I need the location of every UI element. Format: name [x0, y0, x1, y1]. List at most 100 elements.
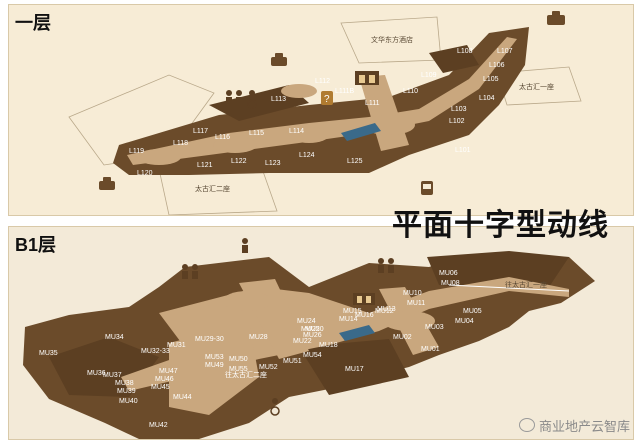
unit-L116: L116 — [215, 134, 230, 141]
unit-L111: L111 — [365, 100, 380, 107]
unit-MU55: MU55 — [229, 366, 248, 373]
restroom-icon — [378, 258, 394, 273]
unit-MU32-33: MU32-33 — [141, 348, 170, 355]
unit-MU51: MU51 — [283, 358, 302, 365]
unit-L103: L103 — [451, 106, 467, 113]
unit-L123: L123 — [265, 160, 281, 167]
floor-1-label: 一层 — [15, 13, 51, 33]
unit-MU01: MU01 — [421, 346, 440, 353]
unit-MU38: MU38 — [115, 380, 134, 387]
accessible-icon — [270, 398, 280, 416]
to-tower1-label: 往太古汇一座 — [505, 280, 547, 289]
unit-MU24: MU24 — [297, 318, 316, 325]
unit-MU50: MU50 — [229, 356, 248, 363]
watermark-text: 商业地产云智库 — [538, 419, 630, 434]
unit-MU42: MU42 — [149, 422, 168, 429]
restroom-icon — [226, 90, 242, 105]
bus-icon — [421, 181, 433, 195]
unit-MU49: MU49 — [205, 362, 224, 369]
unit-MU12: MU12 — [375, 308, 394, 315]
unit-MU46: MU46 — [155, 376, 174, 383]
tower1-label: 太古汇一座 — [519, 82, 554, 91]
unit-L118: L118 — [173, 140, 188, 147]
unit-MU44: MU44 — [173, 394, 192, 401]
unit-MU02: MU02 — [393, 334, 412, 341]
tower2-label: 太古汇二座 — [195, 184, 230, 193]
unit-MU36: MU36 — [87, 370, 106, 377]
unit-MU11: MU11 — [407, 300, 425, 307]
unit-L112: L112 — [315, 78, 330, 85]
wechat-icon — [518, 418, 535, 432]
svg-text:?: ? — [324, 94, 330, 105]
unit-L114: L114 — [289, 128, 304, 135]
unit-MU20: MU20 — [305, 326, 324, 333]
unit-L104: L104 — [479, 95, 495, 102]
unit-MU35: MU35 — [39, 350, 58, 357]
unit-MU45: MU45 — [151, 384, 170, 391]
unit-MU34: MU34 — [105, 334, 124, 341]
unit-MU08: MU08 — [441, 280, 460, 287]
unit-MU03: MU03 — [425, 324, 444, 331]
floor-1-water-feature — [341, 123, 381, 141]
unit-MU53: MU53 — [205, 354, 224, 361]
unit-MU29-30: MU29-30 — [195, 336, 224, 343]
unit-L111B: L111B — [335, 88, 355, 95]
unit-L108: L108 — [457, 48, 473, 55]
unit-MU22: MU22 — [293, 338, 312, 345]
unit-MU26: MU26 — [303, 332, 322, 339]
unit-L113: L113 — [271, 96, 286, 103]
unit-L120: L120 — [137, 170, 153, 177]
unit-L105: L105 — [483, 76, 499, 83]
unit-MU37: MU37 — [103, 372, 122, 379]
unit-MU14: MU14 — [339, 316, 358, 323]
unit-L101: L101 — [455, 147, 471, 154]
unit-MU31: MU31 — [167, 342, 186, 349]
unit-MU06: MU06 — [439, 270, 458, 277]
unit-L122: L122 — [231, 158, 247, 165]
floor-b1-map-panel: B1层 往太古汇一座 往太古汇二座 MU01 MU02 MU03 MU04 MU… — [8, 226, 634, 440]
restroom-icon — [242, 238, 248, 253]
unit-MU16: MU16 — [355, 312, 374, 319]
unit-L124: L124 — [299, 152, 315, 159]
unit-MU13: MU13 — [377, 306, 396, 313]
unit-L109: L109 — [421, 72, 437, 79]
restroom-icon — [182, 264, 198, 279]
unit-MU17: MU17 — [345, 366, 364, 373]
unit-MU18: MU18 — [319, 342, 338, 349]
watermark: 商业地产云智库 — [518, 416, 630, 435]
unit-MU54: MU54 — [303, 352, 322, 359]
unit-L115: L115 — [249, 130, 264, 137]
elevator-icon — [353, 293, 375, 305]
floor-1-corridors — [127, 37, 517, 165]
unit-L107: L107 — [497, 48, 513, 55]
floor-1-map: 文华东方酒店 太古汇一座 太古汇二座 L101 L102 L103 L104 L… — [68, 11, 582, 215]
headline: 平面十字型动线 — [392, 209, 609, 242]
unit-L110: L110 — [403, 88, 418, 95]
hotel-label: 文华东方酒店 — [371, 35, 413, 44]
unit-MU39: MU39 — [117, 388, 136, 395]
floor-b1-label: B1层 — [15, 235, 57, 255]
unit-L125: L125 — [347, 158, 363, 165]
unit-L119: L119 — [129, 148, 144, 155]
unit-MU10: MU10 — [403, 290, 422, 297]
floor-b1-map: 往太古汇一座 往太古汇二座 MU01 MU02 MU03 MU04 MU05 M… — [23, 238, 595, 439]
unit-L117: L117 — [193, 128, 208, 135]
taxi-icon — [271, 53, 287, 66]
to-tower2-label: 往太古汇二座 — [225, 370, 267, 379]
taxi-icon — [99, 177, 115, 190]
elevator-icon — [355, 71, 379, 85]
accessible-icon — [247, 90, 257, 109]
unit-MU40: MU40 — [119, 398, 138, 405]
unit-MU05: MU05 — [463, 308, 482, 315]
taxi-icon — [547, 11, 565, 25]
unit-MU52: MU52 — [259, 364, 278, 371]
unit-MU47: MU47 — [159, 368, 178, 375]
unit-MU25: MU25 — [301, 326, 320, 333]
unit-L106: L106 — [489, 62, 505, 69]
floor-b1-water-feature — [339, 325, 375, 341]
info-icon: ? — [321, 91, 333, 105]
walkway-to-tower1 — [448, 284, 570, 292]
unit-MU28: MU28 — [249, 334, 268, 341]
unit-MU04: MU04 — [455, 318, 474, 325]
unit-MU15: MU15 — [343, 308, 362, 315]
